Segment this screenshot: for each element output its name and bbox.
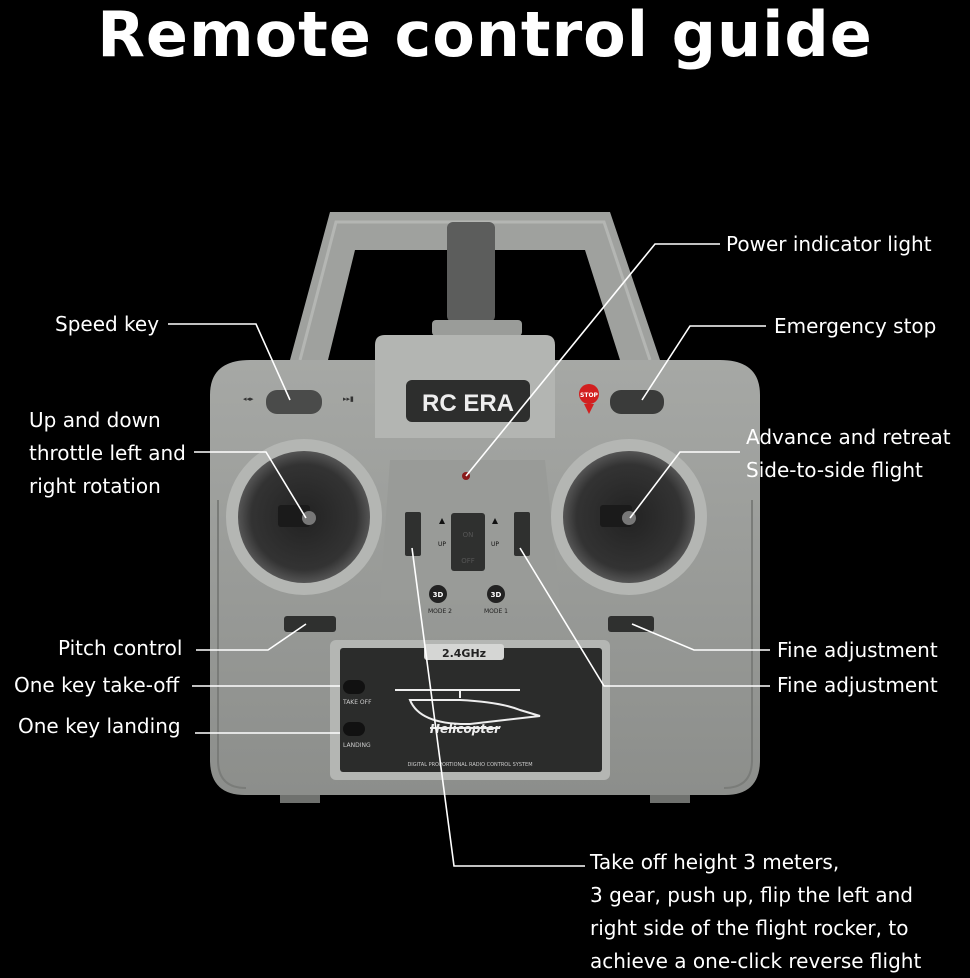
label-speed-key: Speed key — [55, 312, 160, 336]
svg-text:UP: UP — [491, 541, 499, 548]
left-stick-knob — [302, 511, 316, 525]
svg-text:MODE 1: MODE 1 — [484, 608, 508, 615]
label-fine-adjustment-1: Fine adjustment — [777, 638, 938, 662]
svg-text:TAKE OFF: TAKE OFF — [342, 699, 372, 706]
svg-text:3D: 3D — [433, 591, 444, 599]
left-trim — [405, 512, 421, 556]
svg-text:RC ERA: RC ERA — [422, 390, 514, 417]
note-line-2: 3 gear, push up, flip the left and — [590, 883, 913, 907]
note-line-4: achieve a one-click reverse flight — [590, 949, 922, 973]
label-fine-adjustment-2: Fine adjustment — [777, 673, 938, 697]
label-right-stick-line1: Advance and retreat — [746, 425, 951, 449]
svg-text:LANDING: LANDING — [343, 742, 371, 749]
svg-text:▸▸▮: ▸▸▮ — [343, 395, 354, 403]
pitch-control-trim — [284, 616, 336, 632]
label-pitch-control: Pitch control — [58, 636, 183, 660]
stop-icon — [579, 384, 599, 404]
handle — [290, 212, 660, 360]
label-left-stick-line2: throttle left and — [29, 441, 186, 465]
label-emergency-stop: Emergency stop — [774, 314, 937, 338]
leader-lines — [168, 243, 770, 867]
takeoff-note: Take off height 3 meters, 3 gear, push u… — [590, 846, 970, 978]
label-one-key-landing: One key landing — [18, 714, 181, 738]
svg-text:Helicopter: Helicopter — [430, 722, 501, 736]
right-trim — [514, 512, 530, 556]
takeoff-button — [343, 680, 365, 694]
svg-text:◂◂▸: ◂◂▸ — [243, 395, 254, 403]
svg-text:STOP: STOP — [580, 392, 599, 399]
landing-button — [343, 722, 365, 736]
helicopter-icon — [395, 689, 541, 729]
page-title: Remote control guide — [97, 0, 873, 71]
svg-text:OFF: OFF — [461, 557, 475, 565]
label-left-stick-line1: Up and down — [29, 408, 161, 432]
svg-text:MODE 2: MODE 2 — [428, 608, 452, 615]
power-switch — [451, 513, 485, 571]
note-line-3: right side of the flight rocker, to — [590, 916, 909, 940]
svg-text:2.4GHz: 2.4GHz — [442, 647, 486, 660]
label-one-key-takeoff: One key take-off — [14, 673, 180, 697]
svg-text:UP: UP — [438, 541, 446, 548]
brand-logo — [406, 380, 530, 422]
svg-text:ON: ON — [463, 531, 474, 539]
label-left-stick-line3: right rotation — [29, 474, 161, 498]
note-line-1: Take off height 3 meters, — [590, 850, 840, 874]
emergency-stop-button — [610, 390, 664, 414]
svg-text:DIGITAL PROPORTIONAL RADIO CON: DIGITAL PROPORTIONAL RADIO CONTROL SYSTE… — [407, 762, 532, 768]
svg-text:3D: 3D — [491, 591, 502, 599]
antenna — [447, 222, 495, 322]
label-power-indicator: Power indicator light — [726, 232, 932, 256]
label-right-stick-line2: Side-to-side flight — [746, 458, 923, 482]
speed-key — [266, 390, 322, 414]
